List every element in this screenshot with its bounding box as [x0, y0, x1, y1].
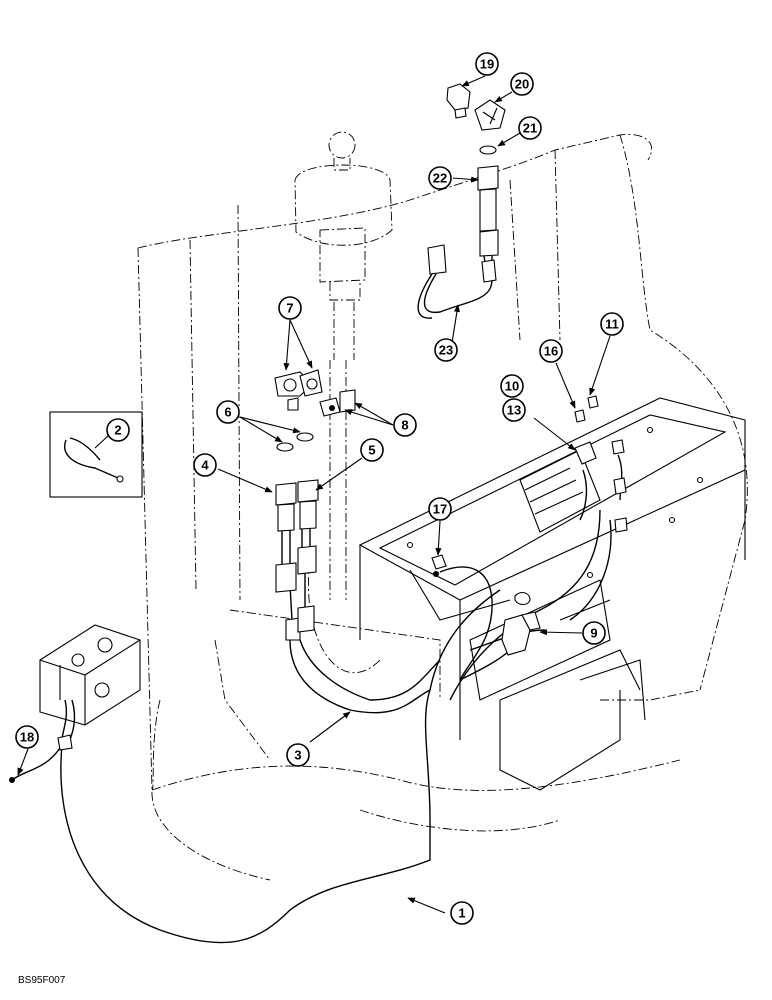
callout-9: 9	[582, 621, 606, 645]
callout-23: 23	[434, 338, 458, 362]
callout-19: 19	[475, 52, 499, 76]
callout-label: 13	[507, 403, 521, 418]
switch-parts-9-18	[9, 395, 628, 783]
callout-18: 18	[15, 725, 39, 749]
callout-11: 11	[600, 312, 624, 336]
callout-label: 4	[201, 458, 209, 473]
callout-label: 7	[286, 301, 293, 316]
callout-2: 2	[106, 418, 130, 442]
callout-3: 3	[286, 743, 310, 767]
callout-label: 8	[401, 418, 408, 433]
callout-22: 22	[428, 166, 452, 190]
callout-5: 5	[360, 438, 384, 462]
valve-block	[39, 624, 141, 726]
callout-label: 23	[439, 343, 453, 358]
console-panel	[358, 397, 746, 791]
callout-7: 7	[278, 296, 302, 320]
callout-4: 4	[193, 453, 217, 477]
pressure-switches-4-5	[275, 479, 319, 641]
callout-6: 6	[216, 400, 240, 424]
callout-label: 17	[433, 502, 447, 517]
callout-label: 1	[458, 906, 465, 921]
callout-10: 10	[500, 374, 524, 398]
callout-label: 19	[480, 57, 494, 72]
callout-label: 3	[294, 748, 301, 763]
callout-label: 5	[368, 443, 375, 458]
callout-16: 16	[539, 339, 563, 363]
fittings-6-7-8	[274, 369, 356, 452]
callout-label: 10	[505, 379, 519, 394]
callout-13: 13	[502, 398, 526, 422]
callout-label: 9	[590, 626, 597, 641]
callout-label: 11	[605, 317, 619, 332]
drawing-code: BS95F007	[18, 975, 66, 986]
callout-17: 17	[428, 497, 452, 521]
callout-20: 20	[510, 72, 534, 96]
callout-8: 8	[393, 413, 417, 437]
sender-assembly-19-23	[417, 83, 506, 319]
callout-label: 16	[544, 344, 558, 359]
leader-lines	[17, 75, 611, 914]
callout-label: 18	[20, 730, 34, 745]
callout-1: 1	[450, 901, 474, 925]
callout-label: 22	[433, 171, 447, 186]
callout-label: 20	[515, 77, 529, 92]
callout-label: 21	[523, 121, 537, 136]
callout-label: 2	[114, 423, 121, 438]
callout-label: 6	[224, 405, 231, 420]
callout-21: 21	[518, 116, 542, 140]
